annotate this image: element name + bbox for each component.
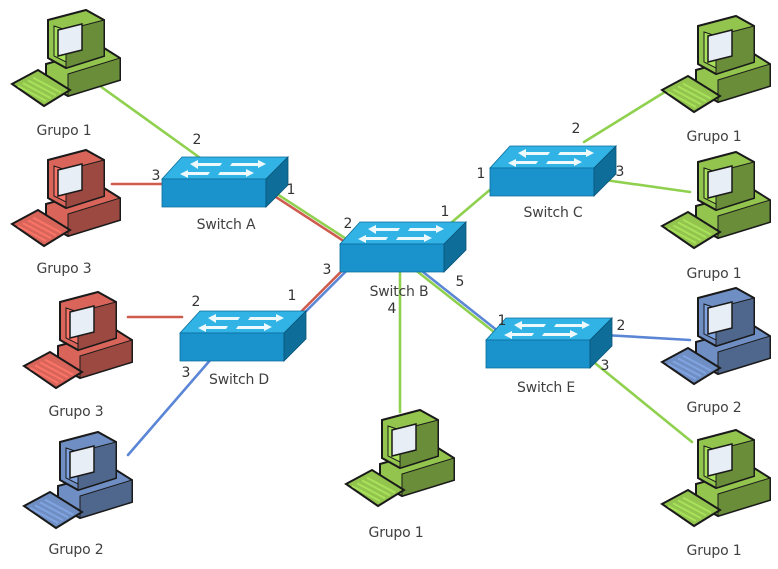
switch-e-icon[interactable] <box>485 317 613 369</box>
link-line-grupo1 <box>582 88 670 144</box>
port-label-d-1: 1 <box>287 288 297 304</box>
link-a-b <box>265 187 348 243</box>
switch-arrows-icon <box>198 314 284 332</box>
switch-b-icon[interactable] <box>339 221 467 273</box>
port-label-e-2: 2 <box>616 318 626 334</box>
link-line-grupo3 <box>300 267 346 313</box>
port-label-b-1: 1 <box>440 204 450 220</box>
link-line-grupo2 <box>126 356 214 457</box>
port-label-a-1: 1 <box>286 182 296 198</box>
computer-grupo1-icon[interactable] <box>660 428 771 528</box>
pc-label: Grupo 3 <box>48 404 104 420</box>
keyboard-icon <box>22 350 84 390</box>
link-line-grupo2 <box>302 269 348 315</box>
keyboard-icon <box>660 210 722 250</box>
switch-arrows-icon <box>358 225 444 243</box>
port-label-d-2: 2 <box>191 294 201 310</box>
port-label-e-1: 1 <box>497 313 507 329</box>
computer-grupo3-icon[interactable] <box>10 148 121 248</box>
pc-label: Grupo 1 <box>368 525 424 541</box>
keyboard-icon <box>10 208 72 248</box>
port-label-b-3: 3 <box>322 262 332 278</box>
link-pc5-c <box>582 88 670 144</box>
pc-label: Grupo 1 <box>686 266 742 282</box>
nodes-layer <box>10 8 771 530</box>
port-label-b-4: 4 <box>387 301 397 317</box>
port-label-c-2: 2 <box>571 121 581 137</box>
link-pc1-a <box>98 84 205 162</box>
switch-label-b: Switch B <box>369 284 429 300</box>
computer-grupo1-icon[interactable] <box>10 8 121 108</box>
link-b-e <box>415 267 497 333</box>
keyboard-icon <box>660 488 722 528</box>
pc-label: Grupo 1 <box>36 123 92 139</box>
links-layer <box>98 84 694 457</box>
switch-a-icon[interactable] <box>161 156 289 208</box>
pc-label: Grupo 1 <box>686 543 742 559</box>
switch-label-e: Switch E <box>517 380 575 396</box>
computer-grupo1-icon[interactable] <box>660 150 771 250</box>
computer-grupo3-icon[interactable] <box>22 290 133 390</box>
pc-label: Grupo 2 <box>48 542 104 558</box>
link-pc4-d <box>126 356 214 457</box>
link-pc6-c <box>603 178 692 194</box>
link-pc9-e <box>583 353 694 444</box>
keyboard-icon <box>10 68 72 108</box>
port-label-c-3: 3 <box>615 164 625 180</box>
port-label-b-5: 5 <box>455 274 465 290</box>
port-label-a-3: 3 <box>151 168 161 184</box>
link-line-grupo1 <box>415 269 495 333</box>
switch-arrows-icon <box>180 160 266 178</box>
link-line-grupo3 <box>265 190 346 243</box>
switch-arrows-icon <box>508 149 594 167</box>
computer-grupo2-icon[interactable] <box>22 430 133 530</box>
link-line-grupo2 <box>602 333 692 342</box>
port-label-e-3: 3 <box>600 358 610 374</box>
port-label-c-1: 1 <box>476 166 486 182</box>
switch-label-d: Switch D <box>209 372 269 388</box>
link-line-grupo1 <box>603 178 692 194</box>
port-label-a-2: 2 <box>192 132 202 148</box>
link-line-grupo1 <box>583 353 694 444</box>
computer-grupo2-icon[interactable] <box>660 286 771 386</box>
link-line-grupo1 <box>267 187 348 240</box>
switch-label-a: Switch A <box>196 217 256 233</box>
keyboard-icon <box>660 346 722 386</box>
switch-d-icon[interactable] <box>179 310 307 362</box>
keyboard-icon <box>344 468 406 508</box>
link-d-b <box>300 267 348 315</box>
port-label-d-3: 3 <box>181 365 191 381</box>
pc-label: Grupo 1 <box>686 129 742 145</box>
port-label-b-2: 2 <box>343 216 353 232</box>
switch-arrows-icon <box>504 321 590 339</box>
keyboard-icon <box>660 74 722 114</box>
link-pc8-e <box>602 333 692 342</box>
computer-grupo1-icon[interactable] <box>660 14 771 114</box>
link-line-grupo2 <box>417 267 497 331</box>
keyboard-icon <box>22 490 84 530</box>
switch-label-c: Switch C <box>523 205 583 221</box>
computer-grupo1-icon[interactable] <box>344 408 455 508</box>
pc-label: Grupo 3 <box>36 261 92 277</box>
switch-c-icon[interactable] <box>489 145 617 197</box>
link-line-grupo1 <box>98 84 205 162</box>
pc-label: Grupo 2 <box>686 400 742 416</box>
